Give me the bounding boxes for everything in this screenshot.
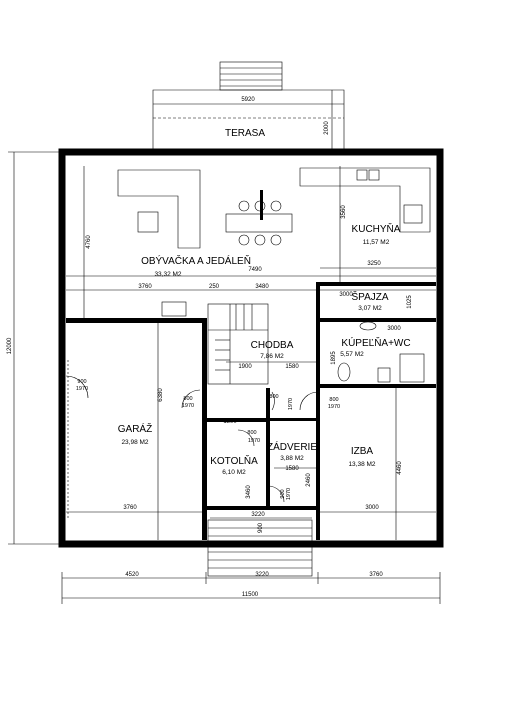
furniture	[67, 167, 431, 520]
dim-entry-900: 900	[258, 522, 264, 533]
room-area-izba: 13,38 M2	[348, 461, 375, 468]
room-name-kuchyna: KUCHYŇA	[352, 222, 401, 235]
dim-terasa-depth: 2000	[324, 121, 330, 135]
door-izba-width: 800	[329, 397, 338, 403]
dim-terasa-width: 5920	[241, 97, 255, 103]
door-kotolna-width: 800	[247, 430, 256, 436]
door-garage-inner-height: 1970	[182, 403, 194, 409]
dim-izba-3000: 3000	[365, 505, 379, 511]
dim-living-depth: 4760	[86, 235, 92, 249]
door-izba-height: 1970	[328, 404, 340, 410]
dim-izba-4460: 4460	[397, 461, 403, 475]
dim-mid-3480: 3480	[255, 284, 269, 290]
room-area-kotolna: 6,10 M2	[222, 469, 246, 476]
dining-table	[225, 213, 293, 233]
dim-living-width: 7490	[248, 267, 262, 273]
room-area-zadverie: 3,88 M2	[280, 455, 304, 462]
room-name-terasa: TERASA	[225, 128, 265, 139]
room-area-kuchyna: 11,57 M2	[363, 239, 390, 246]
toilet	[337, 362, 351, 382]
dim-gap-250: 250	[209, 284, 220, 290]
dim-chodba-1900: 1900	[238, 364, 252, 370]
dim-stair-1800: 1800	[223, 419, 237, 425]
dimension-lines	[8, 90, 441, 604]
room-area-spajza: 3,07 M2	[358, 305, 382, 312]
terrace	[152, 61, 345, 152]
dim-kuchyna-depth: 3560	[341, 205, 347, 219]
dim-spajza-3000: 3000	[339, 292, 353, 298]
sofa	[117, 169, 201, 249]
entry-steps	[207, 519, 313, 577]
dim-overall-height: 12000	[7, 337, 13, 354]
dim-garaz-3760: 3760	[123, 505, 137, 511]
interior-walls	[66, 190, 436, 540]
room-name-izba: IZBA	[351, 446, 374, 457]
sink	[359, 321, 377, 331]
door-chodba-height: 1970	[288, 398, 294, 410]
staircase	[207, 303, 269, 385]
door-entry-height: 1970	[286, 488, 292, 500]
dim-kuchyna-width: 3250	[367, 261, 381, 267]
door-entry-width: 900	[280, 489, 286, 498]
room-area-chodba: 7,86 M2	[260, 353, 284, 360]
room-name-chodba: CHODBA	[251, 340, 294, 351]
dim-overall-width: 11500	[242, 592, 259, 598]
door-garage-side-width: 900	[77, 379, 86, 385]
door-kotolna-height: 1970	[248, 438, 260, 444]
room-name-garaz: GARÁŽ	[118, 422, 152, 435]
door-garage-side-height: 1970	[76, 386, 88, 392]
room-name-kupelna: KÚPEĽŇA+WC	[341, 336, 410, 349]
dim-zadverie-1580: 1580	[285, 466, 299, 472]
room-name-obyvacka: OBÝVAČKA A JEDÁLEŇ	[141, 254, 251, 267]
room-area-obyvacka: 33,32 M2	[154, 271, 181, 278]
dim-chodba-1580: 1580	[285, 364, 299, 370]
dim-bottom-3220: 3220	[255, 572, 269, 578]
dim-left-3760: 3760	[138, 284, 152, 290]
dim-spajza-1025: 1025	[407, 295, 413, 309]
door-chodba-width: 800	[269, 394, 278, 400]
fireplace	[161, 301, 187, 317]
room-area-kupelna: 5,57 M2	[340, 351, 364, 358]
dim-bottom-4520: 4520	[125, 572, 139, 578]
shower	[399, 353, 425, 383]
kitchen-counter	[299, 167, 431, 233]
dim-kupelna-3000: 3000	[387, 326, 401, 332]
stove	[403, 204, 423, 224]
room-name-kotolna: KOTOLŇA	[210, 454, 258, 467]
dim-garaz-depth: 6380	[158, 388, 164, 402]
room-name-spajza: ŠPAJZA	[351, 290, 388, 303]
room-name-zadverie: ZÁDVERIE	[267, 440, 317, 453]
dim-entry-3220: 3220	[251, 512, 265, 518]
dim-kotolna-3460: 3460	[246, 485, 252, 499]
door-garage-inner-width: 800	[183, 396, 192, 402]
room-area-garaz: 23,98 M2	[121, 439, 148, 446]
coffee-table	[137, 211, 159, 233]
dim-kupelna-1895: 1895	[331, 351, 337, 365]
dim-bottom-3760: 3760	[369, 572, 383, 578]
dim-zadverie-2460: 2460	[306, 473, 312, 487]
doors	[65, 375, 319, 503]
terrace-outline	[152, 89, 345, 152]
